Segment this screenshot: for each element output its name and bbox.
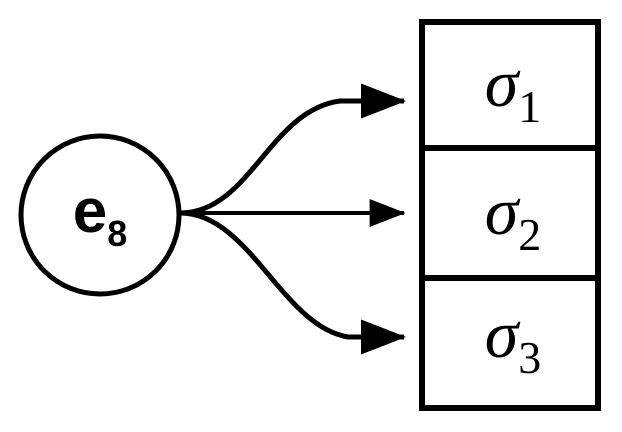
state-cell-label-subscript-2: 2 <box>518 209 541 260</box>
state-cell-label-1: σ1 <box>485 45 542 132</box>
source-node-circle <box>18 133 182 297</box>
state-cell-label-subscript-3: 3 <box>518 332 541 383</box>
state-box: σ1 σ2 σ3 <box>419 19 601 411</box>
arrow-group <box>180 83 406 355</box>
arrow-to-sigma-3 <box>180 210 406 355</box>
state-cell-sigma-1: σ1 <box>485 45 542 132</box>
arrow-to-sigma-1 <box>180 83 406 216</box>
source-node-e8: e8 <box>18 133 182 297</box>
state-cell-label-3: σ3 <box>485 296 542 383</box>
source-node-label-base: e <box>73 177 107 246</box>
state-cell-label-base-1: σ <box>485 45 521 121</box>
state-cell-label-base-2: σ <box>485 173 521 249</box>
state-cell-label-base-3: σ <box>485 296 521 372</box>
state-cell-sigma-2: σ2 <box>485 173 542 260</box>
state-cell-label-subscript-1: 1 <box>518 81 541 132</box>
state-box-outline <box>419 19 601 411</box>
source-node-label: e8 <box>73 177 128 254</box>
source-node-label-subscript: 8 <box>107 213 127 254</box>
state-cell-label-2: σ2 <box>485 173 542 260</box>
state-cell-sigma-3: σ3 <box>485 296 542 383</box>
